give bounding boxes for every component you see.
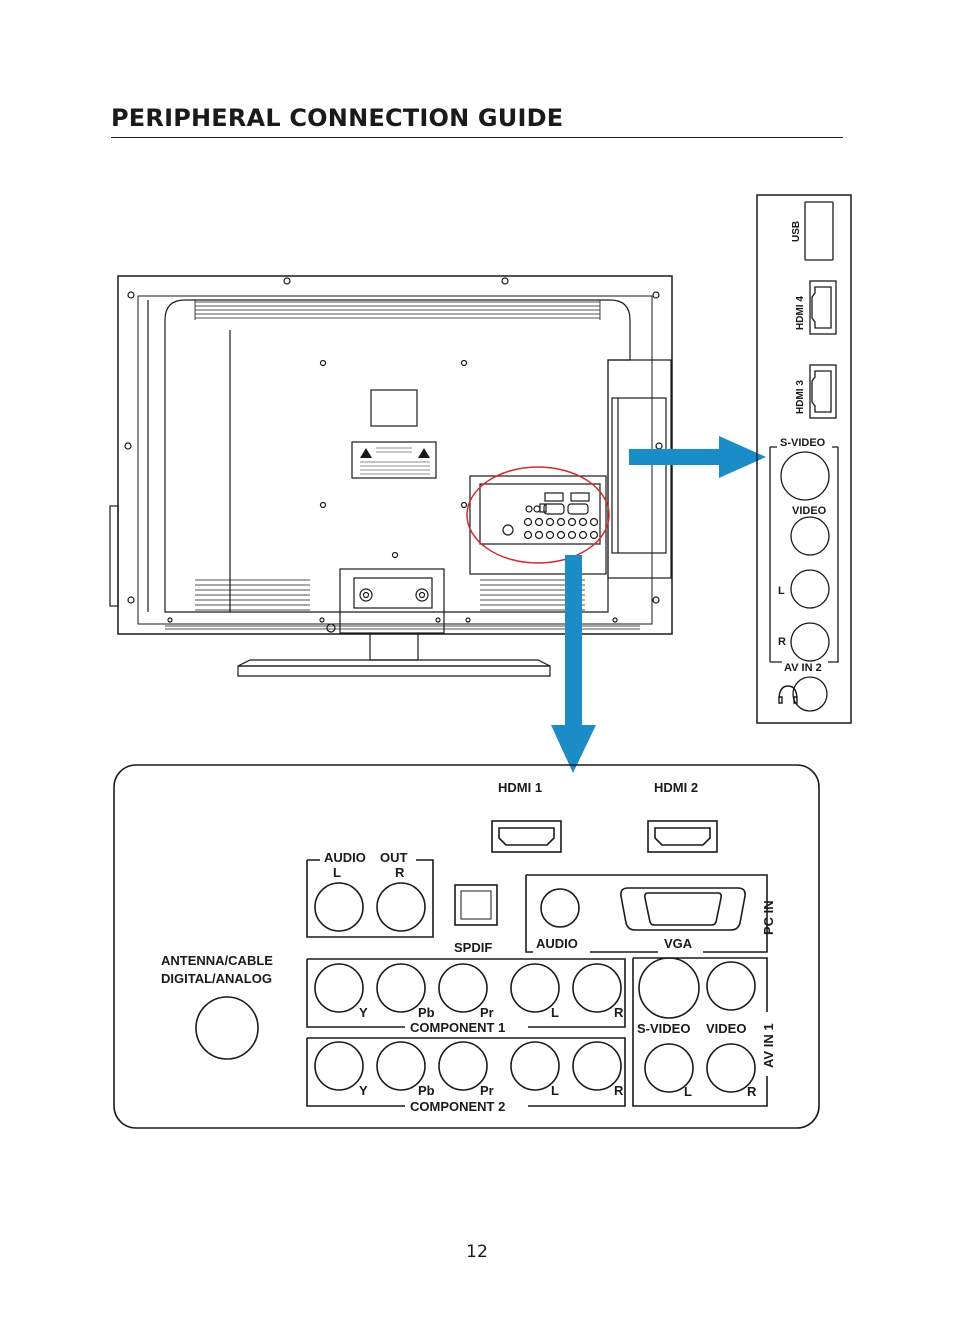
hdmi4-port	[809, 280, 837, 335]
vga-label: VGA	[664, 936, 693, 951]
comp2-y-jack	[314, 1041, 364, 1091]
component1-label: COMPONENT 1	[410, 1020, 505, 1035]
hdmi2-port	[647, 820, 718, 853]
spdif-label: SPDIF	[454, 940, 492, 955]
usb-label: USB	[791, 221, 802, 242]
pc-in-label: PC IN	[761, 900, 776, 935]
page-number: 12	[466, 1242, 488, 1262]
side-audio-l-jack	[790, 569, 830, 609]
page-title: PERIPHERAL CONNECTION GUIDE	[111, 104, 564, 132]
hdmi3-label: HDMI 3	[795, 380, 806, 414]
comp2-pb-jack	[376, 1041, 426, 1091]
component2-label: COMPONENT 2	[410, 1099, 505, 1114]
audio-out-label: AUDIO	[324, 850, 366, 865]
hdmi1-port	[491, 820, 562, 853]
av1-l-jack	[644, 1043, 694, 1093]
comp1-pb-label: Pb	[418, 1005, 435, 1020]
side-svideo-jack	[780, 451, 830, 501]
audio-out-l-jack	[314, 882, 364, 932]
comp1-y-jack	[314, 963, 364, 1013]
av1-r-jack	[706, 1043, 756, 1093]
pc-audio-jack	[540, 888, 580, 928]
av1-r-label: R	[747, 1084, 757, 1099]
headphone-jack	[792, 676, 828, 712]
side-video-label: VIDEO	[792, 505, 827, 517]
hdmi2-label: HDMI 2	[654, 780, 698, 795]
comp1-y-label: Y	[359, 1005, 368, 1020]
arrow-to-side-panel	[629, 436, 766, 478]
comp2-pr-label: Pr	[480, 1083, 494, 1098]
audio-out-r-jack	[376, 882, 426, 932]
side-r-label: R	[778, 636, 786, 648]
comp1-l-jack	[510, 963, 560, 1013]
comp1-pb-jack	[376, 963, 426, 1013]
pc-audio-label: AUDIO	[536, 936, 578, 951]
audio-out-l-label: L	[333, 865, 341, 880]
audio-out-r-label: R	[395, 865, 405, 880]
audio-out-label-2: OUT	[380, 850, 408, 865]
av1-video-label: VIDEO	[706, 1021, 746, 1036]
av1-svideo-jack	[638, 957, 700, 1019]
comp1-r-jack	[572, 963, 622, 1013]
usb-port	[804, 201, 834, 261]
antenna-label-line1: ANTENNA/CABLE	[161, 953, 273, 968]
comp1-pr-jack	[438, 963, 488, 1013]
av-in-2-label: AV IN 2	[784, 662, 822, 674]
antenna-label-line2: DIGITAL/ANALOG	[161, 971, 272, 986]
side-video-jack	[790, 516, 830, 556]
comp2-pr-jack	[438, 1041, 488, 1091]
title-divider	[111, 137, 843, 138]
side-l-label: L	[778, 585, 785, 597]
comp1-r-label: R	[614, 1005, 624, 1020]
hdmi1-label: HDMI 1	[498, 780, 542, 795]
hdmi3-port	[809, 364, 837, 419]
spdif-port	[454, 884, 498, 926]
av1-svideo-label: S-VIDEO	[637, 1021, 690, 1036]
comp1-pr-label: Pr	[480, 1005, 494, 1020]
arrow-to-rear-panel	[551, 555, 596, 773]
comp2-r-label: R	[614, 1083, 624, 1098]
comp2-y-label: Y	[359, 1083, 368, 1098]
av1-video-jack	[706, 961, 756, 1011]
side-panel: USB HDMI 4 HDMI 3 S-VIDEO VIDEO L R AV I…	[756, 194, 852, 724]
vga-port	[620, 887, 746, 931]
comp2-l-jack	[510, 1041, 560, 1091]
comp2-r-jack	[572, 1041, 622, 1091]
side-svideo-label: S-VIDEO	[780, 437, 826, 449]
av1-l-label: L	[684, 1084, 692, 1099]
headphone-icon	[778, 685, 798, 704]
hdmi4-label: HDMI 4	[795, 296, 806, 330]
comp2-pb-label: Pb	[418, 1083, 435, 1098]
av-in-1-label: AV IN 1	[761, 1023, 776, 1068]
side-audio-r-jack	[790, 622, 830, 662]
antenna-jack	[195, 996, 259, 1060]
tv-rear-illustration	[109, 275, 673, 677]
rear-panel-detail: HDMI 1 HDMI 2 AUDIO OUT L R SPDIF AUDIO …	[113, 764, 820, 1129]
comp1-l-label: L	[551, 1005, 559, 1020]
comp2-l-label: L	[551, 1083, 559, 1098]
highlight-circle	[466, 466, 610, 564]
